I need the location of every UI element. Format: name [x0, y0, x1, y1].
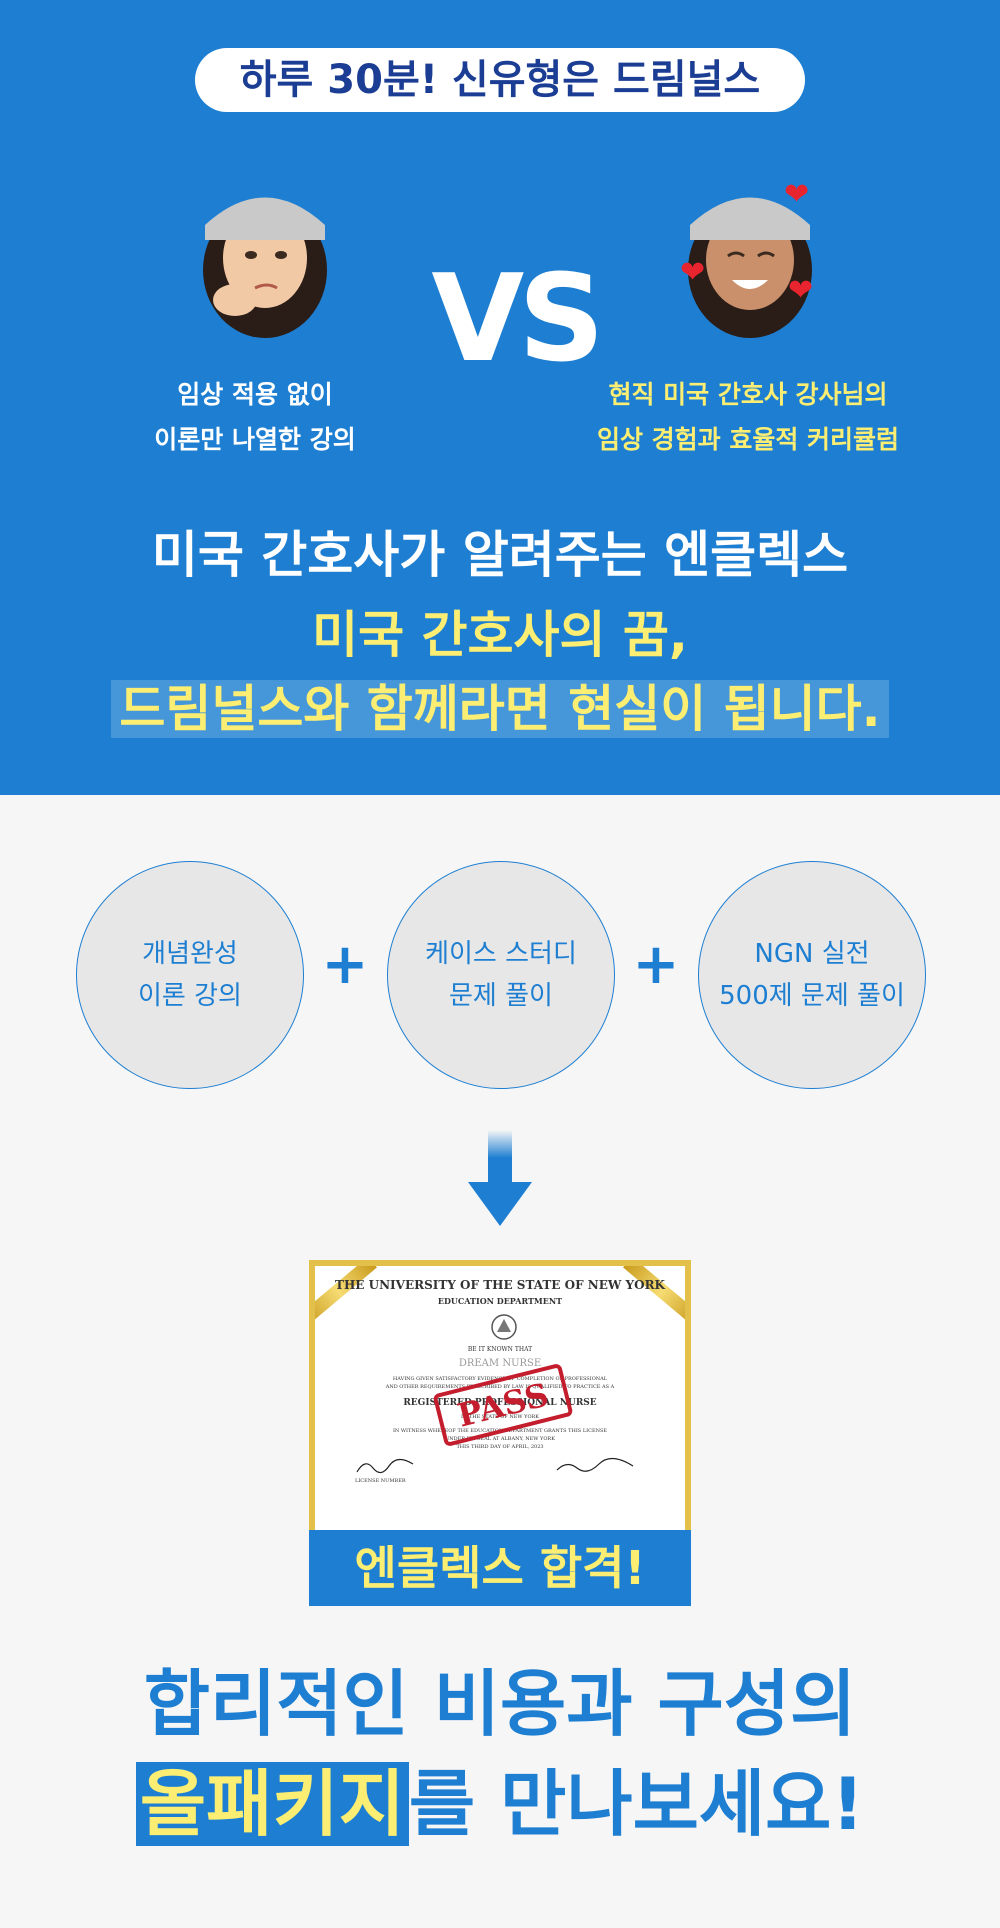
cert-title: REGISTERED PROFESSIONAL NURSE [403, 1398, 597, 1408]
headline-line2: 미국 간호사의 꿈, [312, 606, 688, 664]
arrow-down-icon [468, 1130, 532, 1226]
cert-text: IN THE STATE OF NEW YORK [460, 1414, 540, 1420]
hero-section: 하루 30분! 신유형은 드림널스 ❤ ❤ ❤ VS 임상 적용 없이 이론만 … [0, 0, 1000, 795]
circle-text: 개념완성 [142, 939, 238, 969]
cert-text: HAVING GIVEN SATISFACTORY EVIDENCE OF CO… [392, 1376, 608, 1382]
cert-text: IN WITNESS WHEREOF THE EDUCATION DEPARTM… [392, 1428, 608, 1434]
circle-ngn: NGN 실전 500제 문제 풀이 [698, 861, 926, 1089]
headline-highlight: 드림널스와 함께라면 현실이 됩니다. [111, 680, 889, 738]
signature-icon [356, 1458, 414, 1474]
bottom-line1: 합리적인 비용과 구성의 [143, 1662, 857, 1746]
plus-icon: + [321, 932, 369, 997]
cert-name: DREAM NURSE [458, 1358, 542, 1369]
svg-text:❤: ❤ [788, 273, 813, 308]
cert-text: AND OTHER REQUIREMENTS PRESCRIBED BY LAW… [385, 1384, 615, 1390]
cert-text: THIS THIRD DAY OF APRIL, 2023 [456, 1444, 544, 1450]
circle-case-study: 케이스 스터디 문제 풀이 [387, 861, 615, 1089]
ribbon-icon [315, 1266, 377, 1326]
cert-known: BE IT KNOWN THAT [467, 1346, 533, 1353]
cert-department: EDUCATION DEPARTMENT [437, 1296, 563, 1306]
left-caption-line: 임상 적용 없이 [177, 380, 333, 409]
ribbon-icon [623, 1266, 685, 1326]
thinking-avatar-icon [203, 197, 327, 338]
cert-text: UNDER ITS SEAL AT ALBANY, NEW YORK [445, 1436, 555, 1442]
bottom-line2-rest: 를 만나보세요! [408, 1762, 865, 1846]
circle-text: 케이스 스터디 [425, 939, 577, 969]
signature-icon [556, 1457, 634, 1472]
plus-icon: + [632, 932, 680, 997]
tagline-pill: 하루 30분! 신유형은 드림널스 [195, 48, 805, 112]
happy-avatar-icon: ❤ ❤ ❤ [680, 177, 813, 338]
bottom-line2: 올패키지를 만나보세요! [0, 1756, 1000, 1852]
vs-label: VS [431, 250, 604, 389]
headline-line3: 드림널스와 함께라면 현실이 됩니다. [0, 674, 1000, 744]
all-package-highlight: 올패키지 [135, 1762, 409, 1846]
circle-text: 이론 강의 [138, 981, 242, 1011]
cert-license: LICENSE NUMBER [355, 1478, 406, 1484]
right-caption: 현직 미국 간호사 강사님의 임상 경험과 효율적 커리큘럼 [568, 372, 928, 462]
headline-line1: 미국 간호사가 알려주는 엔클렉스 [151, 526, 849, 584]
right-caption-line: 임상 경험과 효율적 커리큘럼 [596, 425, 900, 454]
seal-icon [491, 1314, 517, 1340]
cert-university: THE UNIVERSITY OF THE STATE OF NEW YORK [335, 1278, 665, 1292]
left-caption: 임상 적용 없이 이론만 나열한 강의 [75, 372, 435, 462]
left-caption-line: 이론만 나열한 강의 [154, 425, 356, 454]
circle-text: 문제 풀이 [449, 981, 553, 1011]
svg-text:❤: ❤ [784, 177, 809, 212]
circle-text: NGN 실전 [754, 939, 870, 969]
pass-banner: 엔클렉스 합격! [309, 1530, 691, 1606]
circle-theory: 개념완성 이론 강의 [76, 861, 304, 1089]
circle-text: 500제 문제 풀이 [719, 981, 905, 1011]
svg-text:❤: ❤ [680, 255, 705, 290]
right-caption-line: 현직 미국 간호사 강사님의 [608, 380, 888, 409]
